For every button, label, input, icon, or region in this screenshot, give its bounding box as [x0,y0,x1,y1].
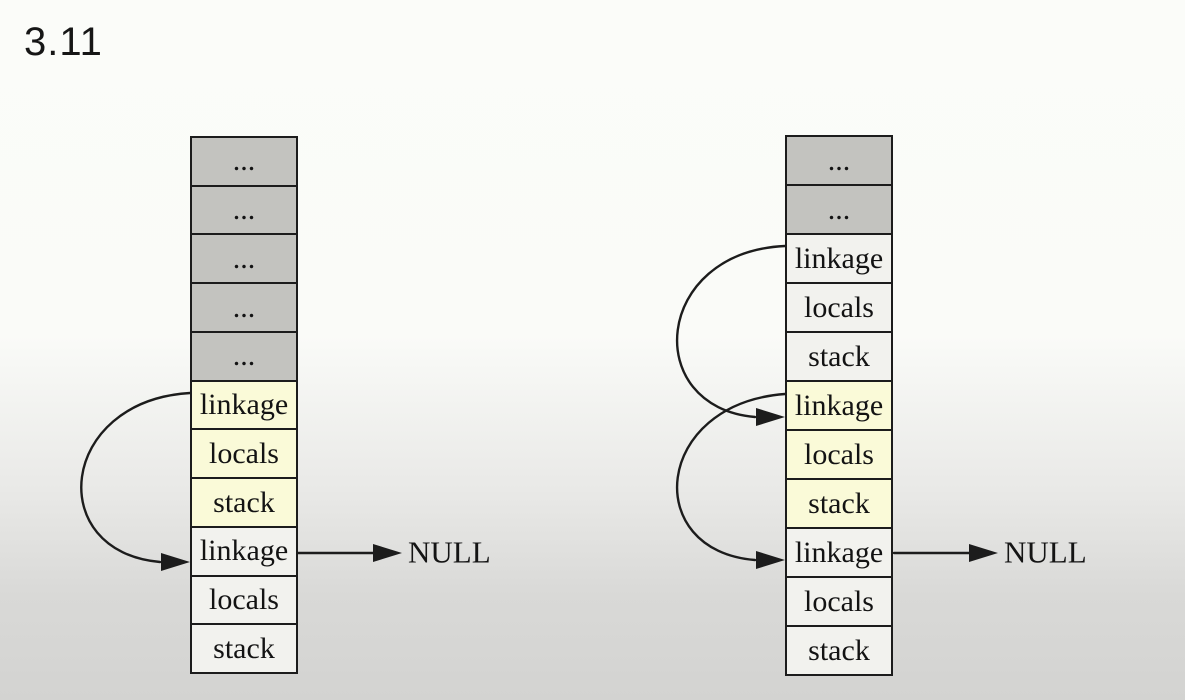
stack-cell-locals: locals [192,576,296,626]
stack-cell-stack: stack [787,627,891,674]
null-label-right: NULL [1004,534,1087,570]
pointer-arc-left [80,391,192,564]
slide-number: 3.11 [24,20,103,64]
stack-cell-stack: stack [192,479,296,528]
pointer-arc-right-lower [675,392,787,562]
stack-cell: ... [787,186,891,235]
arrowhead-right-lower [756,551,785,569]
arrowhead-left [161,553,190,571]
stack-cell-linkage: linkage [787,529,891,578]
stack-cell-locals: locals [787,284,891,333]
arrowhead-null-right [969,544,998,562]
stack-cell-linkage: linkage [787,235,891,284]
stack-cell-linkage: linkage [192,381,296,431]
stack-cell: ... [787,137,891,186]
stack-cell: ... [192,186,296,236]
pointer-arc-right-upper [676,244,787,419]
memory-stack-left: ... ... ... ... ... linkage locals stack… [190,136,298,674]
stack-cell: ... [192,235,296,285]
stack-cell-stack: stack [787,480,891,529]
stack-cell-locals: locals [192,430,296,480]
memory-stack-right: ... ... linkage locals stack linkage loc… [785,135,893,676]
stack-cell-locals: locals [787,578,891,627]
stack-cell: ... [192,284,296,333]
stack-cell-stack: stack [192,625,296,673]
stack-cell: ... [192,332,296,382]
arrowhead-right-upper [756,408,785,426]
stack-cell-locals: locals [787,431,891,480]
stack-cell-linkage: linkage [192,527,296,577]
arrowhead-null-left [373,544,402,562]
stack-cell-stack: stack [787,333,891,382]
null-label-left: NULL [408,534,491,570]
stack-cell-linkage: linkage [787,382,891,431]
stack-cell: ... [192,138,296,187]
